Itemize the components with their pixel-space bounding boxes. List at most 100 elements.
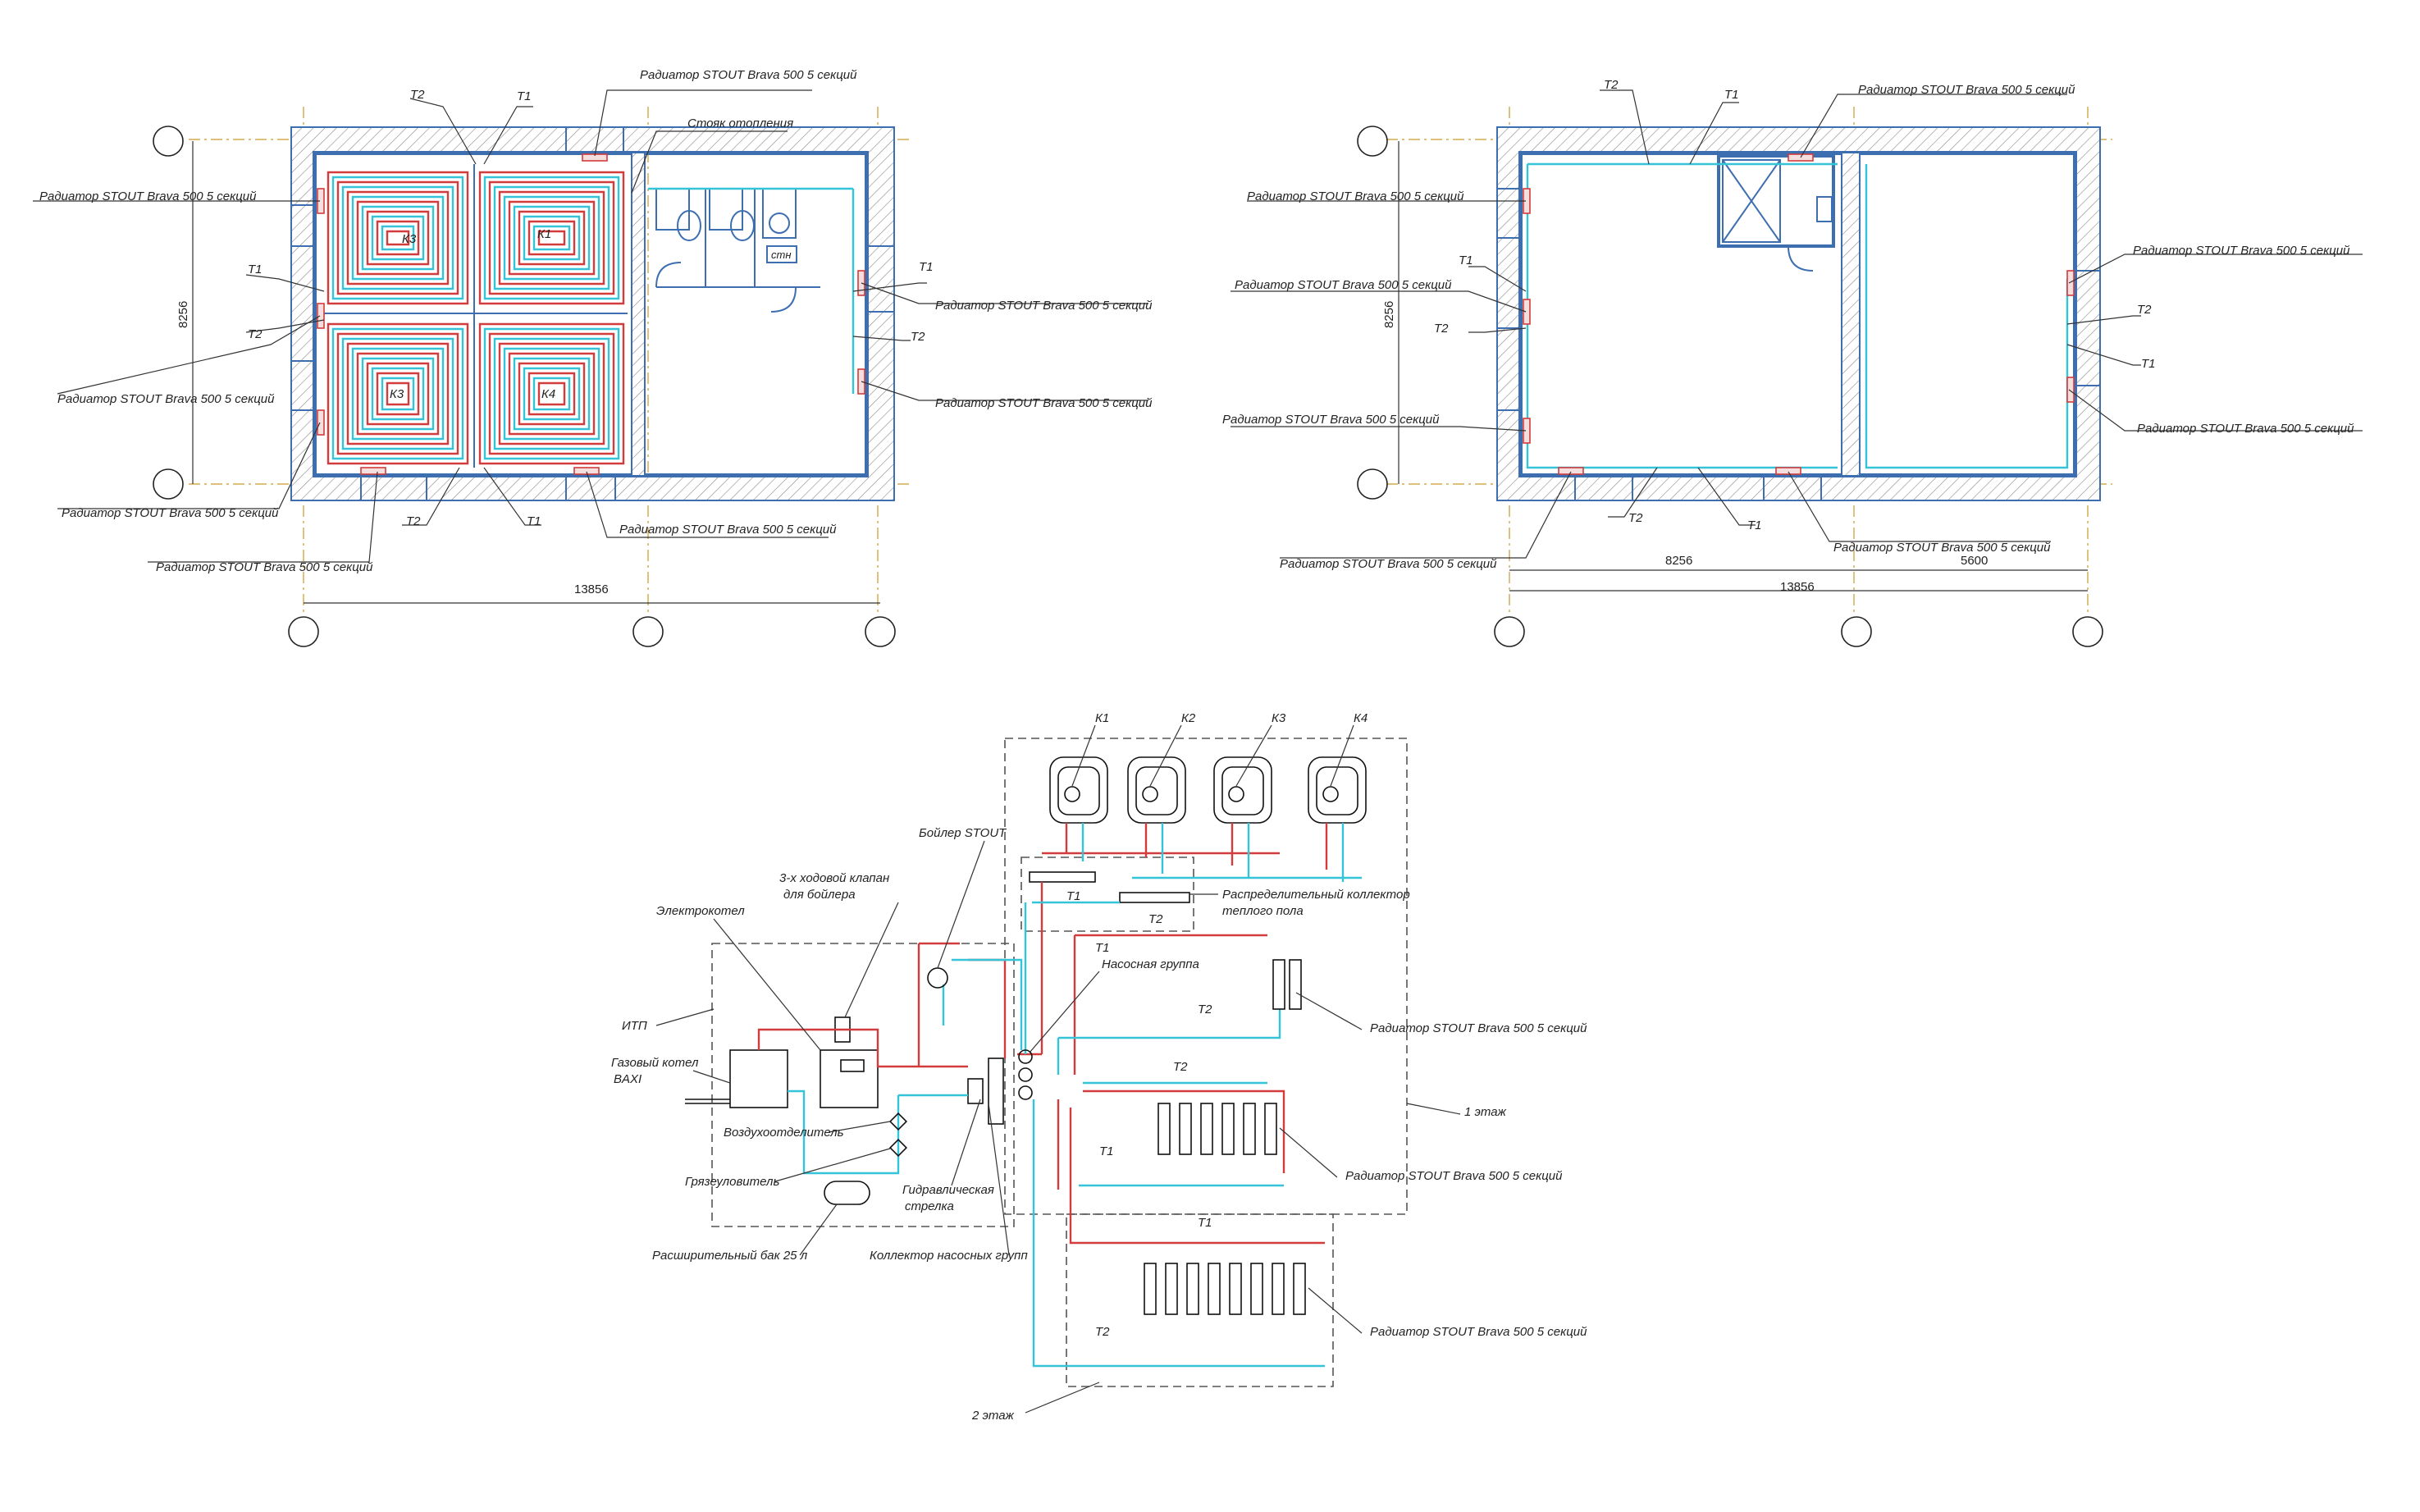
pipe-label-t1: Т1	[248, 263, 263, 276]
loop-label: К4	[541, 387, 555, 401]
pipe-label-t2: Т2	[406, 514, 421, 528]
floor-2-label: 2 этаж	[971, 1409, 1015, 1423]
radiator-label: Радиатор STOUT Brava 500 5 секций	[57, 392, 275, 406]
loop-label: К1	[1095, 711, 1109, 725]
axis-bubble	[153, 468, 184, 500]
axis-bubble	[153, 126, 184, 157]
interior-wall	[1841, 152, 1861, 477]
radiator	[2066, 270, 2075, 296]
boiler-stout-icon	[927, 967, 948, 989]
radiator-label: Радиатор STOUT Brava 500 5 секций	[1247, 190, 1464, 203]
expansion-tank-label: Расширительный бак 25 л	[652, 1249, 808, 1263]
dimension-vertical: 8256	[176, 301, 190, 328]
collector-label: Распределительный коллектор	[1222, 888, 1410, 902]
loop-label: К2	[1181, 711, 1196, 725]
gas-boiler	[729, 1049, 788, 1108]
hydraulic-separator-label: стрелка	[905, 1199, 954, 1213]
loop-label: К3	[402, 232, 417, 246]
loop-k4	[1308, 756, 1367, 824]
expansion-tank	[824, 1181, 870, 1205]
electric-heater-icon	[840, 1059, 865, 1072]
radiator-label: Радиатор STOUT Brava 500 5 секций	[1345, 1169, 1563, 1183]
radiator-label: Радиатор STOUT Brava 500 5 секций	[640, 68, 857, 82]
radiator-label: Радиатор STOUT Brava 500 5 секций	[39, 190, 257, 203]
loop-label: К3	[390, 387, 404, 401]
bathroom: стн	[655, 188, 820, 313]
collector-supply	[1029, 871, 1096, 883]
boiler-stout-label: Бойлер STOUT	[919, 826, 1007, 840]
radiator	[1558, 467, 1584, 475]
radiator-row-floor-2	[1144, 1263, 1306, 1315]
pipe-label-t2: Т2	[1173, 1060, 1188, 1074]
pipe-label-t1: Т1	[1198, 1216, 1212, 1230]
radiator-label: Радиатор STOUT Brava 500 5 секций	[935, 299, 1153, 313]
pipe-label-t2: Т2	[248, 327, 263, 341]
axis-bubble	[632, 616, 664, 647]
pump-icon	[1018, 1049, 1033, 1064]
radiator	[1272, 959, 1285, 1010]
hydraulic-separator	[988, 1057, 1004, 1125]
pump-collector-label: Коллектор насосных групп	[870, 1249, 1028, 1263]
axis-bubble	[1357, 468, 1388, 500]
plan-floor-1: К3 К1 К3 К4 стн	[33, 68, 1153, 647]
electric-boiler	[820, 1049, 879, 1108]
dimension-vertical: 8256	[1382, 301, 1396, 328]
electric-boiler-label: Электрокотел	[656, 904, 745, 918]
pump-group-label: Насосная группа	[1102, 957, 1199, 971]
radiator-label: Радиатор STOUT Brava 500 5 секций	[62, 506, 279, 520]
loop-k2	[1127, 756, 1186, 824]
pipe-label-t1: Т1	[527, 514, 541, 528]
radiator-label: Радиатор STOUT Brava 500 5 секций	[1370, 1021, 1587, 1035]
pipe-label-t2: Т2	[1604, 78, 1619, 92]
radiator-label: Радиатор STOUT Brava 500 5 секций	[1222, 413, 1440, 427]
underfloor-loop-k2	[326, 171, 469, 305]
axis-bubble	[1357, 126, 1388, 157]
radiator	[2066, 377, 2075, 403]
floor-1-label: 1 этаж	[1464, 1105, 1507, 1119]
hydraulic-separator-label: Гидравлическая	[902, 1183, 994, 1197]
dimension-right: 5600	[1961, 554, 1988, 568]
pipe-label-t2: Т2	[911, 330, 925, 344]
dimension-total: 13856	[1780, 580, 1815, 594]
pipe-label-t1: Т1	[919, 260, 934, 274]
pipe-label-t2: Т2	[410, 88, 425, 102]
radiator	[317, 303, 325, 329]
pipe-label-t1: Т1	[1724, 88, 1739, 102]
pipe-label-t1: Т1	[1747, 518, 1762, 532]
gas-boiler-label: BAXI	[614, 1072, 642, 1086]
loop-label: К4	[1354, 711, 1368, 725]
zone-floor-2	[1066, 1213, 1334, 1387]
valve-label: 3-х ходовой клапан	[779, 871, 889, 885]
pipe-label-t2: Т2	[1434, 322, 1449, 336]
radiator-label: Радиатор STOUT Brava 500 5 секций	[619, 523, 837, 537]
heating-schematic: К1 К2 К3 К4 Т1 Т2 Распределительный колл…	[611, 711, 1587, 1423]
air-separator-icon	[888, 1112, 908, 1131]
radiator-label: Радиатор STOUT Brava 500 5 секций	[2137, 422, 2354, 436]
pipe-label-t1: Т1	[2141, 357, 2156, 371]
radiator	[317, 409, 325, 436]
dirt-separator-icon	[888, 1138, 908, 1158]
pipe-label-t2: Т2	[1198, 1003, 1212, 1016]
axis-bubble	[865, 616, 896, 647]
plan-floor-2: Радиатор STOUT Brava 500 5 секций Радиат…	[1222, 78, 2363, 647]
axis-bubble	[1494, 616, 1525, 647]
radiator-label: Радиатор STOUT Brava 500 5 секций	[1280, 557, 1497, 571]
pipe-label-t2: Т2	[1095, 1325, 1110, 1339]
pump-icon	[1018, 1067, 1033, 1082]
interior-wall	[631, 152, 646, 477]
radiator-row-floor-1	[1157, 1103, 1277, 1155]
loop-label: К1	[537, 227, 551, 241]
zone-itp	[711, 943, 1015, 1227]
pipe-label-t2: Т2	[1628, 511, 1643, 525]
radiator	[360, 467, 386, 475]
pump-icon	[1018, 1085, 1033, 1100]
wc-label: стн	[771, 249, 791, 261]
pipe-label-t1: Т1	[517, 89, 532, 103]
pipe-label-t1: Т1	[1099, 1144, 1114, 1158]
radiator-label: Радиатор STOUT Brava 500 5 секций	[1235, 278, 1452, 292]
underfloor-loop-k3	[326, 322, 469, 465]
loop-k3	[1213, 756, 1272, 824]
collector-return	[1119, 892, 1190, 903]
dirt-separator-label: Грязеуловитель	[685, 1175, 779, 1189]
itp-label: ИТП	[622, 1019, 647, 1033]
